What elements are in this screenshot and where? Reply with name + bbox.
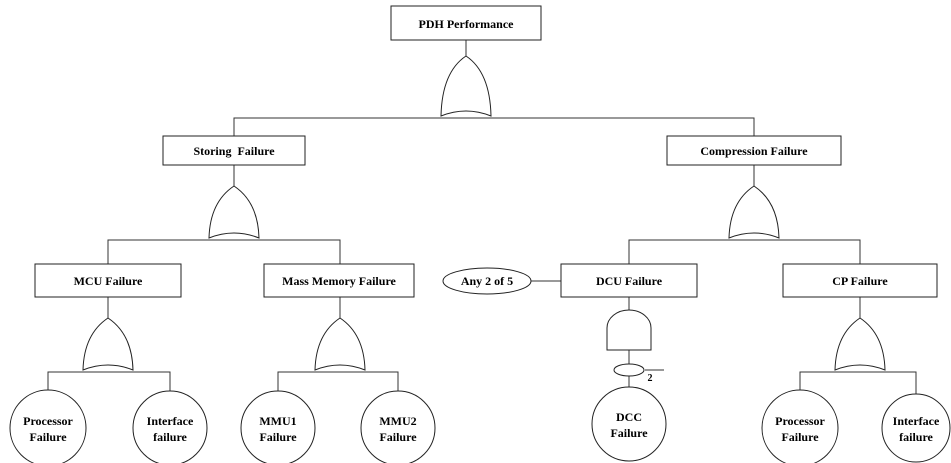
- mcu-or-gate: [82, 317, 134, 371]
- node-mass-memory-failure: Mass Memory Failure: [263, 263, 415, 298]
- basic-event-circle: [360, 390, 436, 463]
- basic-event-label-line1: DCC: [616, 410, 642, 424]
- node-label: Mass Memory Failure: [282, 274, 396, 288]
- basic-event-label-line2: Failure: [29, 430, 67, 444]
- mass-memory-or-gate: [314, 317, 366, 371]
- basic-event-circle: [591, 386, 667, 462]
- basic-event-mmu1-failure: MMU1 Failure: [240, 390, 316, 463]
- basic-event-processor-failure-2: Processor Failure: [761, 389, 839, 463]
- node-compression-failure: Compression Failure: [666, 135, 842, 166]
- connectors: [47, 40, 917, 395]
- basic-event-circle: [761, 389, 839, 463]
- dcc-count-marker: 2: [613, 363, 653, 384]
- basic-event-label-line1: MMU1: [259, 414, 296, 428]
- node-mcu-failure: MCU Failure: [34, 263, 182, 298]
- node-label: Compression Failure: [700, 144, 808, 158]
- node-box: [560, 263, 698, 298]
- count-ellipse: [613, 363, 645, 377]
- top-or-gate: [440, 55, 492, 117]
- node-top: PDH Performance: [390, 5, 542, 41]
- dcu-and-gate: [606, 309, 652, 351]
- node-cp-failure: CP Failure: [782, 263, 938, 298]
- node-storing-failure: Storing Failure: [162, 135, 306, 166]
- basic-event-label-line2: Failure: [610, 426, 648, 440]
- node-label: CP Failure: [832, 274, 888, 288]
- basic-event-interface-failure-2: Interface failure: [881, 393, 951, 463]
- compression-or-gate: [728, 185, 780, 239]
- node-box: [263, 263, 415, 298]
- basic-event-circle: [240, 390, 316, 463]
- basic-event-label-line1: Interface: [893, 414, 940, 428]
- annotation-ellipse: [442, 267, 532, 295]
- node-box: [34, 263, 182, 298]
- annotation-label: Any 2 of 5: [461, 274, 513, 288]
- basic-event-label-line2: Failure: [379, 430, 417, 444]
- cp-or-gate: [834, 317, 886, 371]
- basic-event-label-line2: failure: [153, 430, 187, 444]
- basic-event-label-line1: Interface: [147, 414, 194, 428]
- basic-event-processor-failure-1: Processor Failure: [9, 389, 87, 463]
- node-label: DCU Failure: [596, 274, 663, 288]
- basic-event-circle: [881, 393, 951, 463]
- basic-event-label-line1: MMU2: [379, 414, 416, 428]
- node-box: [162, 135, 306, 166]
- basic-event-label-line1: Processor: [775, 414, 825, 428]
- node-label: Storing Failure: [193, 144, 275, 158]
- basic-event-label-line1: Processor: [23, 414, 73, 428]
- basic-event-label-line2: failure: [899, 430, 933, 444]
- node-box: [666, 135, 842, 166]
- basic-event-circle: [9, 389, 87, 463]
- basic-event-circle: [132, 390, 208, 463]
- annotation-any-2-of-5: Any 2 of 5: [442, 267, 532, 295]
- basic-event-mmu2-failure: MMU2 Failure: [360, 390, 436, 463]
- storing-or-gate: [208, 185, 260, 239]
- basic-event-label-line2: Failure: [781, 430, 819, 444]
- node-box: [782, 263, 938, 298]
- basic-event-dcc-failure: DCC Failure: [591, 386, 667, 462]
- node-dcu-failure: DCU Failure: [560, 263, 698, 298]
- node-box: [390, 5, 542, 41]
- node-label: MCU Failure: [74, 274, 143, 288]
- count-label: 2: [648, 373, 653, 384]
- basic-event-interface-failure-1: Interface failure: [132, 390, 208, 463]
- basic-event-label-line2: Failure: [259, 430, 297, 444]
- node-label: PDH Performance: [419, 17, 515, 31]
